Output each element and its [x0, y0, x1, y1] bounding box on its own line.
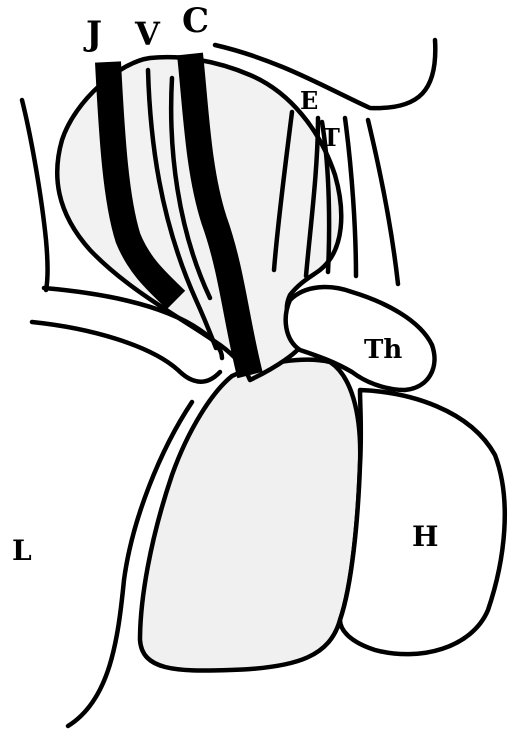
label-v: V: [134, 15, 161, 53]
label-t: T: [322, 123, 340, 152]
label-l: L: [12, 534, 32, 567]
label-c: C: [182, 1, 209, 41]
outer-tube-line: [368, 120, 398, 284]
lower-central-lobe: [140, 360, 360, 671]
left-contour-line: [22, 100, 48, 290]
label-h: H: [412, 520, 438, 553]
label-j: J: [83, 14, 102, 54]
shoulder-contour-lower: [32, 322, 220, 382]
label-th: Th: [364, 335, 402, 365]
trachea-line-right: [345, 118, 356, 276]
label-e: E: [300, 86, 318, 115]
